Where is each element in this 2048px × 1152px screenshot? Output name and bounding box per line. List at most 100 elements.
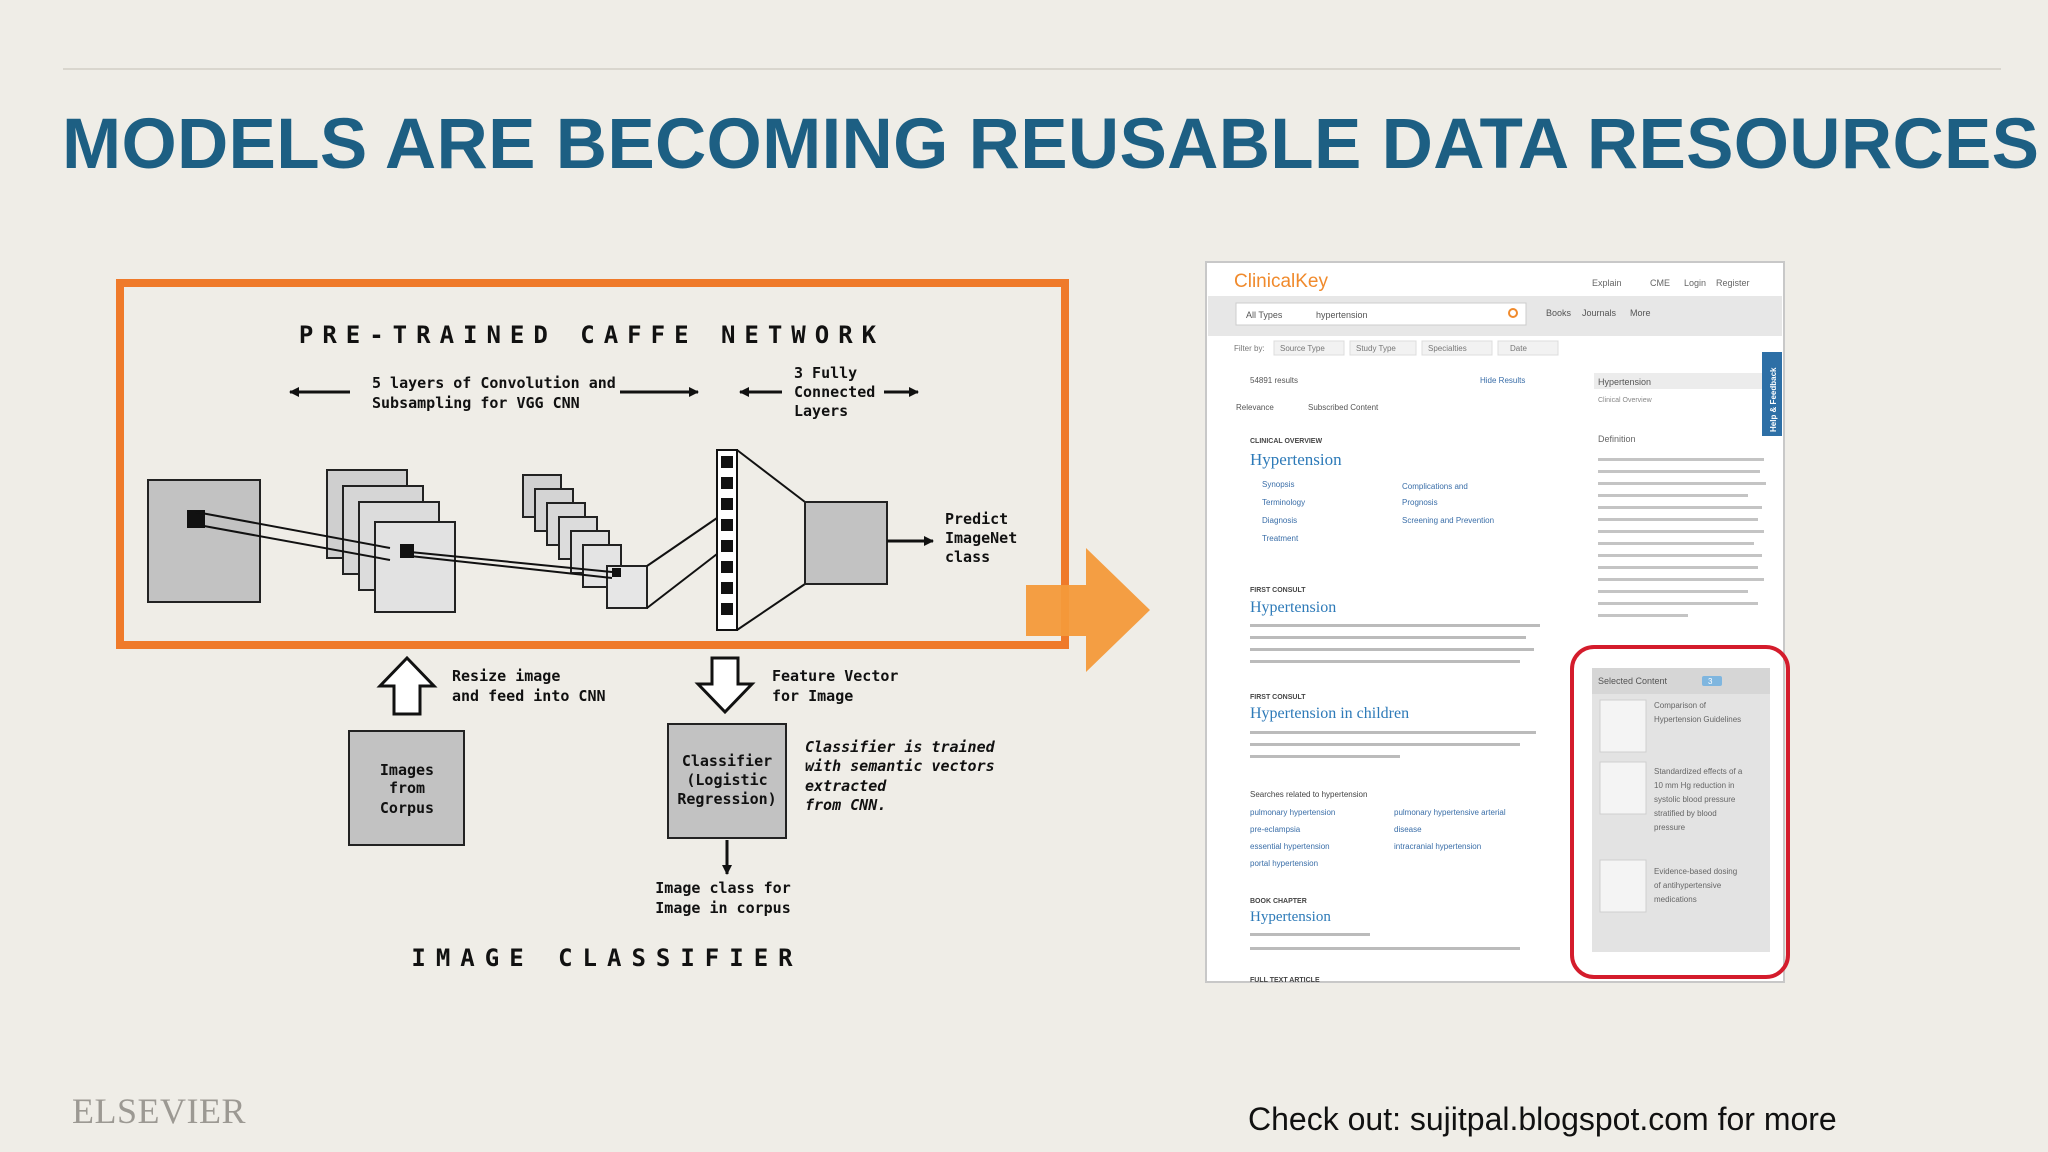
imageclass-line2: Image in corpus xyxy=(655,899,790,917)
selected-item-line[interactable]: 10 mm Hg reduction in xyxy=(1654,781,1734,790)
hide-results-link[interactable]: Hide Results xyxy=(1480,376,1525,385)
related-link[interactable]: pre-eclampsia xyxy=(1250,825,1301,834)
clinicalkey-screenshot: ClinicalKey Explain CME Login Register A… xyxy=(1205,261,1790,984)
predict-line1: Predict xyxy=(945,510,1008,528)
overview-link[interactable]: Screening and Prevention xyxy=(1402,516,1494,525)
result-title[interactable]: Hypertension in children xyxy=(1250,705,1409,722)
trained-line1: Classifier is trained xyxy=(805,738,996,756)
projection-lines xyxy=(195,511,718,609)
thumbnail[interactable] xyxy=(1599,859,1647,913)
result-title[interactable]: Hypertension xyxy=(1250,909,1331,925)
result-title[interactable]: Hypertension xyxy=(1250,599,1336,616)
overview-link[interactable]: Treatment xyxy=(1262,534,1299,543)
fc-label-line1: 3 Fully xyxy=(794,364,857,382)
side-sub: Clinical Overview xyxy=(1598,397,1653,404)
result-category: FULL TEXT ARTICLE xyxy=(1250,977,1320,984)
related-link[interactable]: intracranial hypertension xyxy=(1394,842,1481,851)
result-category: FIRST CONSULT xyxy=(1250,587,1306,594)
predict-line3: class xyxy=(945,548,990,566)
sort-relevance[interactable]: Relevance xyxy=(1236,403,1274,412)
images-line1: Images xyxy=(380,761,434,779)
selected-item-line[interactable]: Evidence-based dosing xyxy=(1654,867,1737,876)
predict-line2: ImageNet xyxy=(945,529,1017,547)
selected-item-line[interactable]: stratified by blood xyxy=(1654,809,1717,818)
flow-arrow xyxy=(1026,548,1150,672)
overview-link[interactable]: Synopsis xyxy=(1262,480,1294,489)
selected-content-highlight xyxy=(1570,645,1790,979)
conv-label-line1: 5 layers of Convolution and xyxy=(372,374,616,392)
slide-title: MODELS ARE BECOMING REUSABLE DATA RESOUR… xyxy=(62,105,2040,184)
overview-link[interactable]: Diagnosis xyxy=(1262,516,1297,525)
tab-link[interactable]: More xyxy=(1630,308,1651,318)
footer-note: Check out: sujitpal.blogspot.com for mor… xyxy=(1248,1101,1837,1137)
side-title[interactable]: Hypertension xyxy=(1598,377,1651,387)
nav-link[interactable]: Login xyxy=(1684,278,1706,288)
related-link[interactable]: pulmonary hypertension xyxy=(1250,808,1335,817)
selected-item-line[interactable]: pressure xyxy=(1654,823,1686,832)
selected-item-line[interactable]: medications xyxy=(1654,895,1697,904)
selected-content-title: Selected Content xyxy=(1598,676,1668,686)
conv-label-line2: Subsampling for VGG CNN xyxy=(372,394,580,412)
thumbnail[interactable] xyxy=(1599,699,1647,753)
selected-count: 3 xyxy=(1708,677,1713,686)
search-value: hypertension xyxy=(1316,310,1368,320)
selected-item-line[interactable]: of antihypertensive xyxy=(1654,881,1722,890)
conv-stack-2 xyxy=(522,474,648,609)
top-divider xyxy=(63,68,2001,70)
cnn-diagram: PRE-TRAINED CAFFE NETWORK 5 layers of Co… xyxy=(116,279,1069,972)
result-category: CLINICAL OVERVIEW xyxy=(1250,438,1322,445)
selected-item-line[interactable]: Comparison of xyxy=(1654,701,1707,710)
input-image xyxy=(147,479,261,603)
nav-link[interactable]: Explain xyxy=(1592,278,1622,288)
search-input[interactable] xyxy=(1235,302,1527,326)
filter-dropdown[interactable]: Specialties xyxy=(1428,344,1467,353)
definition-heading: Definition xyxy=(1598,434,1636,444)
overview-link[interactable]: Terminology xyxy=(1262,498,1305,507)
resize-up-arrow xyxy=(376,655,438,716)
selected-item-line[interactable]: systolic blood pressure xyxy=(1654,795,1736,804)
related-link[interactable]: portal hypertension xyxy=(1250,859,1318,868)
images-line2: from xyxy=(389,779,425,797)
selected-item-line[interactable]: Hypertension Guidelines xyxy=(1654,715,1741,724)
tab-link[interactable]: Journals xyxy=(1582,308,1617,318)
results-count: 54891 results xyxy=(1250,376,1298,385)
overview-link[interactable]: Prognosis xyxy=(1402,498,1438,507)
filter-dropdown[interactable]: Study Type xyxy=(1356,344,1396,353)
overview-link[interactable]: Complications and xyxy=(1402,482,1468,491)
feature-line1: Feature Vector xyxy=(772,667,898,685)
images-from-corpus-box xyxy=(348,730,465,846)
resize-line1: Resize image xyxy=(452,667,560,685)
subscribed-filter[interactable]: Subscribed Content xyxy=(1308,403,1379,412)
network-title: PRE-TRAINED CAFFE NETWORK xyxy=(299,321,885,349)
filter-dropdown[interactable]: Date xyxy=(1510,344,1527,353)
filter-dropdown[interactable]: Source Type xyxy=(1280,344,1325,353)
tab-link[interactable]: Books xyxy=(1546,308,1572,318)
related-link[interactable]: essential hypertension xyxy=(1250,842,1330,851)
help-feedback-tab[interactable] xyxy=(1762,352,1782,436)
result-category: FIRST CONSULT xyxy=(1250,694,1306,701)
nav-link[interactable]: Register xyxy=(1716,278,1750,288)
fc-label-line2: Connected xyxy=(794,383,875,401)
trained-line2: with semantic vectors xyxy=(805,757,995,775)
result-title[interactable]: Hypertension xyxy=(1250,450,1342,469)
conv-stack-1 xyxy=(326,469,456,613)
classifier-title: IMAGE CLASSIFIER xyxy=(411,944,802,972)
search-type[interactable]: All Types xyxy=(1246,310,1283,320)
selected-item-line[interactable]: Standardized effects of a xyxy=(1654,767,1743,776)
thumbnail[interactable] xyxy=(1599,761,1647,815)
help-feedback-label: Help & Feedback xyxy=(1769,367,1778,432)
images-line3: Corpus xyxy=(380,799,434,817)
nav-link[interactable]: CME xyxy=(1650,278,1670,288)
feature-line2: for Image xyxy=(772,687,853,705)
side-panel-header xyxy=(1594,373,1770,389)
network-frame xyxy=(116,279,1069,649)
feature-down-arrow xyxy=(694,656,756,715)
related-link[interactable]: pulmonary hypertensive arterial xyxy=(1394,808,1506,817)
related-link[interactable]: disease xyxy=(1394,825,1422,834)
fc-vector xyxy=(716,449,934,631)
classifier-line2: (Logistic xyxy=(686,771,767,789)
search-icon[interactable] xyxy=(1508,308,1518,318)
elsevier-logo: ELSEVIER xyxy=(72,1091,246,1131)
result-category: BOOK CHAPTER xyxy=(1250,898,1307,905)
